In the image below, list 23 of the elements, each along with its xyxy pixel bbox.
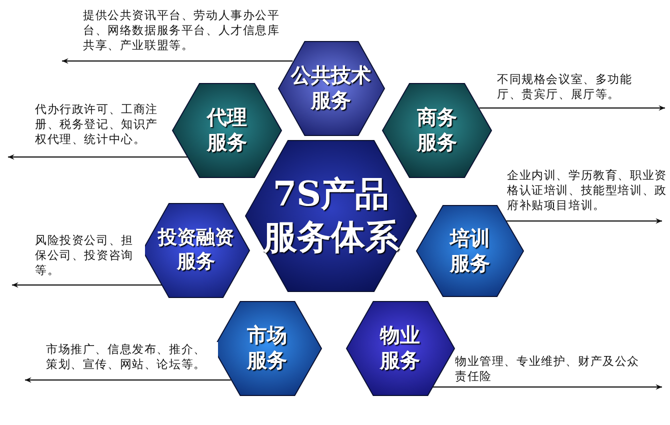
service-hexagon	[142, 202, 250, 298]
edge-label: 企业内训、学历教育、职业资格认证培训、技能型培训、政府补贴项目培训。	[507, 168, 667, 213]
arrow	[506, 218, 662, 224]
service-hexagon	[346, 300, 454, 396]
service-name: 培训服务	[448, 226, 491, 276]
service-name: 公共技术服务	[290, 63, 372, 113]
service-name: 市场服务	[246, 323, 288, 373]
service-name: 投资融资服务	[156, 226, 235, 274]
arrow	[12, 282, 162, 288]
center-title: 7S产品服务体系	[262, 174, 400, 258]
arrow	[8, 154, 188, 160]
service-hexagon	[278, 40, 384, 136]
arrow	[479, 105, 665, 111]
edge-label: 市场推广、信息发布、推介、策划、宣传、网站、论坛等。	[46, 342, 218, 372]
service-name: 代理服务	[205, 105, 248, 155]
arrow	[432, 384, 662, 390]
service-name: 商务服务	[416, 105, 458, 155]
service-hexagon	[382, 82, 492, 178]
arrow	[62, 58, 293, 64]
service-hexagon	[172, 82, 282, 178]
service-name: 物业服务	[378, 323, 421, 373]
arrow	[25, 377, 231, 383]
edge-label: 风险投资公司、担保公司、投资咨询等。	[35, 233, 145, 278]
